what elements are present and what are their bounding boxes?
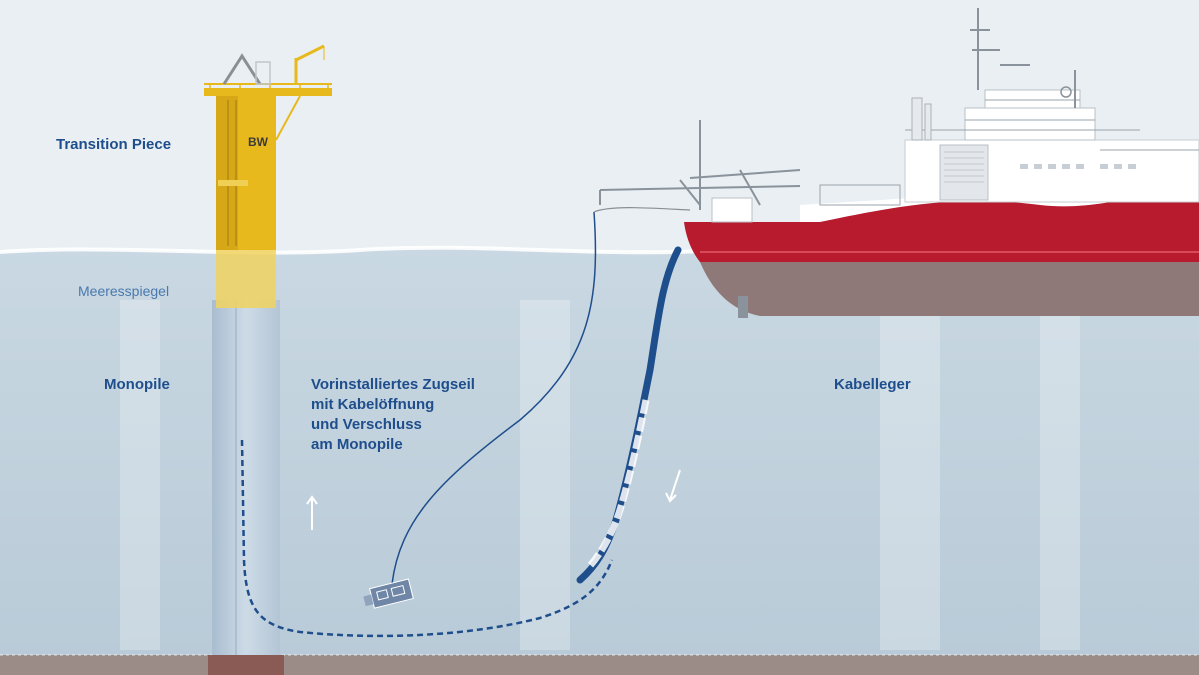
sea-level-label: Meeresspiegel [78,283,170,299]
sea-water [0,247,1199,655]
transition-piece [204,44,332,308]
transition-piece-marking: BW [248,135,269,149]
pull-rope-label: Vorinstalliertes Zugseil mit Kabelöffnun… [311,375,475,455]
planned-cable-route [240,439,614,638]
water-light-rays [120,300,1080,650]
pulling-device [363,578,414,609]
pull-rope [391,211,597,585]
cable-layer-label: Kabelleger [834,376,911,393]
pull-rope-label-line-2: mit Kabelöffnung [311,396,435,413]
cable-laying-ship [599,8,1199,318]
pull-rope-label-line-4: am Monopile [311,436,403,453]
monopile-body [212,300,280,655]
monopile-foot [208,655,284,675]
monopile-label: Monopile [104,376,170,393]
lay-direction-arrow-down [665,469,681,503]
pull-direction-arrow-up [306,495,318,530]
pull-rope-label-line-3: und Verschluss [311,416,422,433]
transition-piece-label: Transition Piece [56,136,172,153]
subsea-cable [576,246,682,584]
seabed [0,655,1199,675]
pull-rope-label-line-1: Vorinstalliertes Zugseil [311,376,475,393]
